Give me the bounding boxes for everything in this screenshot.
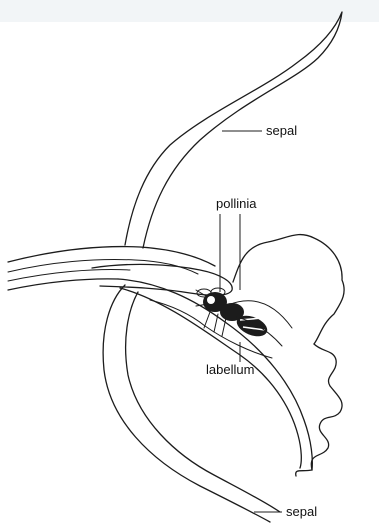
label-pollinia: pollinia xyxy=(216,196,257,211)
labellum-fringe xyxy=(296,344,342,476)
label-sepal-bottom: sepal xyxy=(286,504,317,519)
labellum-inner xyxy=(120,288,301,468)
stem-outer-top xyxy=(8,247,215,266)
label-labellum: labellum xyxy=(206,362,254,377)
stem-outer-bottom xyxy=(8,279,118,290)
label-sepal-top: sepal xyxy=(266,123,297,138)
scan-bleed-band xyxy=(0,0,379,22)
wasp-icon xyxy=(196,290,292,346)
upper-sepal-outline xyxy=(125,12,342,248)
